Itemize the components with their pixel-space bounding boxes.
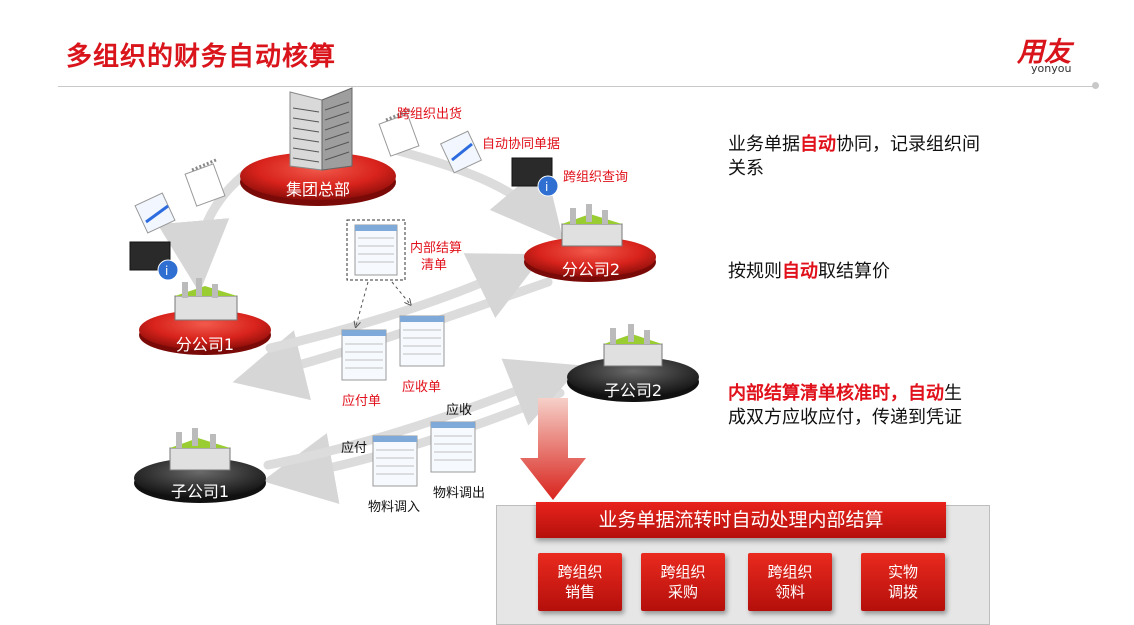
flow-hq-to-branch2 xyxy=(390,145,564,242)
node-branch1 xyxy=(139,310,271,355)
factory-icon-sub1 xyxy=(169,428,231,471)
scenario-box-cross-org-purchase: 跨组织采购 xyxy=(641,553,725,611)
label-receivable-doc: 应收单 xyxy=(402,380,442,395)
node-hq xyxy=(240,152,396,206)
svg-text:i: i xyxy=(165,264,168,278)
flow-branch1-to-branch2 xyxy=(265,253,545,353)
down-arrow-icon xyxy=(520,398,586,500)
dashed-arrow-to-payable xyxy=(356,281,369,326)
material-in-doc-icon xyxy=(372,435,418,487)
svg-text:i: i xyxy=(545,180,548,194)
node-sub2-label: 子公司2 xyxy=(603,381,663,400)
page-title: 多组织的财务自动核算 xyxy=(66,42,337,72)
description-2: 按规则自动取结算价 xyxy=(728,261,890,282)
dashed-arrow-to-receivable xyxy=(391,281,410,304)
payable-doc-icon xyxy=(341,329,387,381)
notepad-icon-left xyxy=(184,158,226,207)
label-settlement-list: 清单 xyxy=(421,258,448,273)
factory-icon-sub2 xyxy=(603,324,663,367)
brand-logo-subtext: yonyou xyxy=(1031,62,1072,75)
flow-branch2-to-branch1 xyxy=(232,277,553,401)
label-payable: 应付 xyxy=(341,441,368,456)
monitor-info-icon-left: i xyxy=(129,241,179,281)
factory-icon-branch1 xyxy=(174,278,238,321)
material-out-doc-icon xyxy=(430,421,476,473)
flow-sub1-to-sub2 xyxy=(263,358,582,470)
settlement-list-doc-icon xyxy=(346,219,406,281)
description-1: 业务单据自动协同，记录组织间关系 xyxy=(728,134,980,179)
node-sub1-label: 子公司1 xyxy=(170,482,230,501)
receivable-doc-icon xyxy=(399,315,445,367)
label-receivable: 应收 xyxy=(446,403,473,418)
factory-icon-branch2 xyxy=(561,204,623,247)
scenario-box-cross-org-requisition: 跨组织领料 xyxy=(748,553,832,611)
label-cross-org-query: 跨组织查询 xyxy=(563,170,629,185)
label-internal-settlement: 内部结算 xyxy=(410,241,463,256)
divider-dot xyxy=(1092,82,1099,89)
scenario-box-cross-org-sales: 跨组织销售 xyxy=(538,553,622,611)
scenario-box-physical-transfer: 实物调拨 xyxy=(861,553,945,611)
notepad-icon-collab xyxy=(439,130,483,174)
label-payable-doc: 应付单 xyxy=(342,394,382,409)
label-material-out: 物料调出 xyxy=(433,486,486,501)
node-sub2 xyxy=(567,357,699,402)
scenario-banner: 业务单据流转时自动处理内部结算 xyxy=(536,502,946,538)
node-branch2-label: 分公司2 xyxy=(561,260,621,279)
label-auto-collab-docs: 自动协同单据 xyxy=(482,137,561,152)
flow-hq-to-branch1 xyxy=(157,165,255,293)
brand-logo: 用友 xyxy=(1017,37,1071,68)
flow-sub2-to-sub1 xyxy=(262,388,565,504)
node-branch2 xyxy=(524,237,656,282)
monitor-info-icon-query: i xyxy=(511,157,559,197)
node-sub1 xyxy=(134,458,266,503)
flow-arrows xyxy=(157,145,582,504)
node-branch1-label: 分公司1 xyxy=(175,335,235,354)
node-hq-label: 集团总部 xyxy=(285,180,350,199)
description-3: 内部结算清单核准时，自动生成双方应收应付，传递到凭证 xyxy=(728,383,962,428)
title-divider xyxy=(58,86,1098,87)
hq-building-icon xyxy=(289,87,353,171)
notepad-icon-edit xyxy=(134,192,176,234)
label-cross-org-shipping: 跨组织出货 xyxy=(397,107,463,122)
label-material-in: 物料调入 xyxy=(368,500,421,515)
notepad-icon-shipping xyxy=(378,108,420,157)
